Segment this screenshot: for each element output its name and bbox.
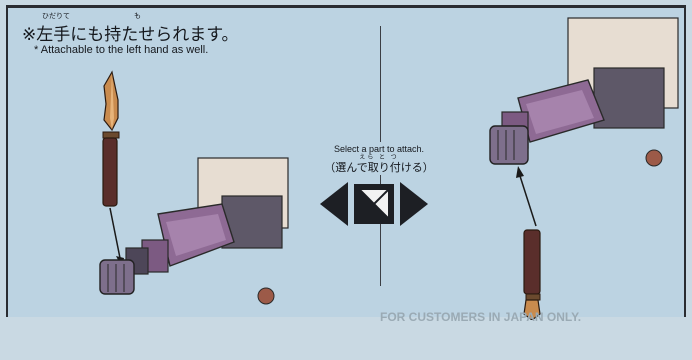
right-arm (489, 17, 679, 167)
furigana-hidarite: ひだりて (42, 12, 70, 20)
illustration-layer (99, 17, 679, 320)
furigana-mo: も (134, 12, 141, 20)
footer-ghost-text: FOR CUSTOMERS IN JAPAN ONLY. (380, 310, 581, 325)
selector-furigana: えら と つ (359, 155, 399, 161)
left-fist (99, 259, 135, 295)
selector-label-japanese: （選んで取り付ける） (324, 161, 434, 174)
instruction-panel: ひだりて も ※左手にも持たせられます。 * Attachable to the… (6, 5, 686, 320)
right-fist (489, 125, 529, 165)
right-blade-part (523, 229, 541, 320)
footer-ghost-line: FOR CUSTOMERS IN JAPAN ONLY. (380, 310, 582, 324)
right-insert-arrow (516, 166, 537, 227)
left-blade-part (102, 70, 120, 207)
selector-label: Select a part to attach. えら と つ （選んで取り付け… (312, 142, 446, 175)
note-japanese: ※左手にも持たせられます。 (22, 25, 239, 45)
note-english: * Attachable to the left hand as well. (34, 44, 209, 56)
left-insert-arrow (109, 207, 124, 268)
selector-symbol (320, 182, 428, 226)
selector-label-english: Select a part to attach. (333, 144, 425, 154)
left-arm (99, 157, 289, 305)
